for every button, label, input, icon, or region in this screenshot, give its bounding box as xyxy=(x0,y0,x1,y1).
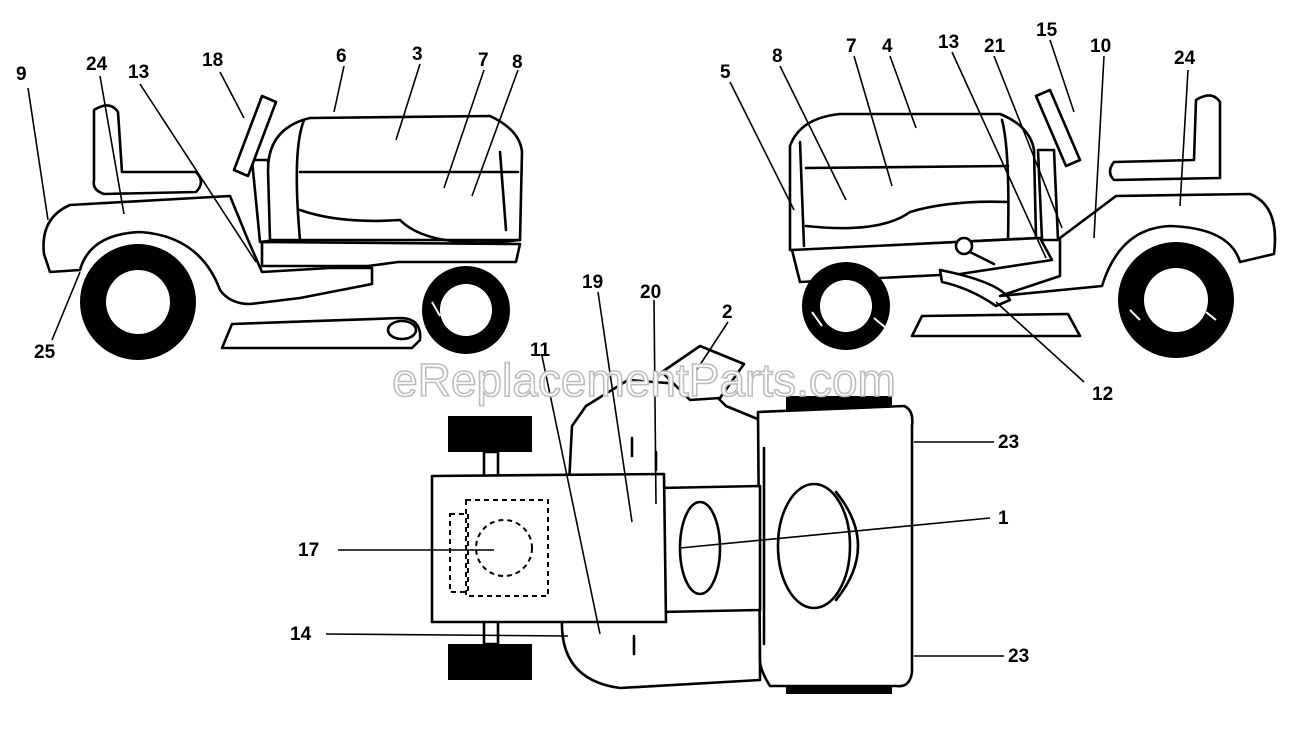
callout-label: 4 xyxy=(882,36,893,57)
callout-label: 18 xyxy=(202,50,223,71)
callout-label: 19 xyxy=(582,272,603,293)
callout-label: 13 xyxy=(938,32,959,53)
callout-label: 7 xyxy=(846,36,857,57)
callout-label: 23 xyxy=(1008,646,1029,667)
callout-label: 14 xyxy=(290,624,312,645)
callout-label: 24 xyxy=(1174,48,1196,69)
callout-label: 8 xyxy=(772,46,783,67)
right-side-view xyxy=(788,88,1277,358)
callout-label: 5 xyxy=(720,62,731,83)
callout-label: 21 xyxy=(984,36,1006,57)
callout-label: 11 xyxy=(530,340,551,361)
callout-label: 23 xyxy=(998,432,1019,453)
top-view xyxy=(430,344,914,694)
callout-labels: 9 24 13 18 6 3 7 8 25 5 8 7 4 13 21 15 1… xyxy=(16,20,1196,667)
callout-label: 13 xyxy=(128,62,149,83)
callout-label: 2 xyxy=(722,302,733,323)
callout-label: 8 xyxy=(512,52,523,73)
callout-label: 6 xyxy=(336,46,347,67)
callout-label: 20 xyxy=(640,282,661,303)
callout-label: 3 xyxy=(412,44,423,65)
callout-label: 9 xyxy=(16,64,27,85)
callout-label: 24 xyxy=(86,54,108,75)
watermark-text: eReplacementParts.com xyxy=(392,354,896,406)
callout-label: 1 xyxy=(998,508,1009,529)
callout-label: 25 xyxy=(34,342,56,363)
callout-label: 15 xyxy=(1036,20,1058,41)
callout-label: 17 xyxy=(298,540,319,561)
callout-label: 7 xyxy=(478,50,489,71)
callout-label: 12 xyxy=(1092,384,1113,405)
leader-lines xyxy=(27,39,1189,657)
callout-label: 10 xyxy=(1090,36,1111,57)
left-side-view xyxy=(42,94,524,360)
